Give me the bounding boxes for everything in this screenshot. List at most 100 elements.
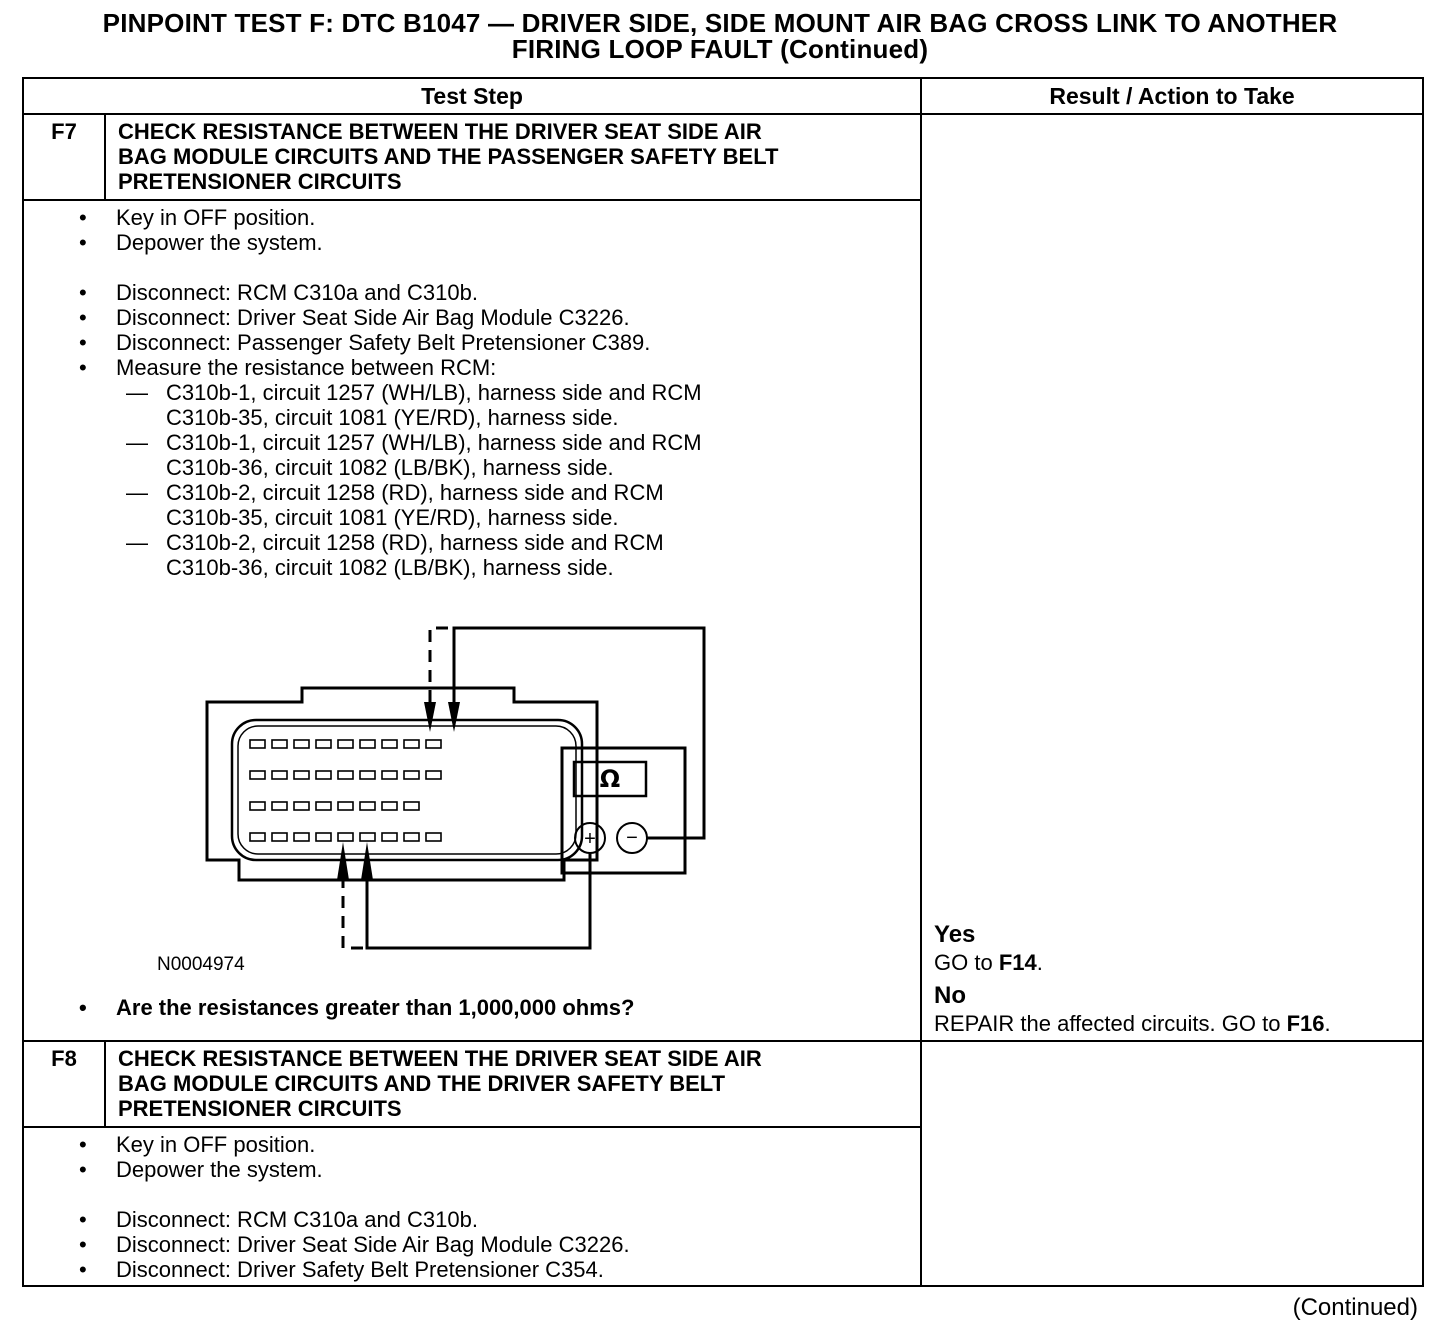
sub-item-line: C310b-35, circuit 1081 (YE/RD), harness … — [166, 505, 619, 530]
probe-arrow-icon — [424, 702, 436, 732]
header-test-step: Test Step — [21, 77, 923, 115]
ohmmeter-body — [560, 746, 687, 875]
probe-arrow-icon — [448, 702, 460, 732]
sub-item: C310b-2, circuit 1258 (RD), harness side… — [126, 530, 910, 580]
list-item: Disconnect: Driver Seat Side Air Bag Mod… — [79, 305, 910, 330]
probe-arrow-icon — [337, 842, 349, 880]
connector-pin — [381, 832, 398, 842]
step-f7-body: Key in OFF position. Depower the system.… — [21, 199, 923, 1042]
heading-line: PRETENSIONER CIRCUITS — [118, 1096, 402, 1121]
heading-line: CHECK RESISTANCE BETWEEN THE DRIVER SEAT… — [118, 1046, 762, 1071]
connector-pin — [359, 832, 376, 842]
connector-pin — [249, 801, 266, 811]
yes-target-link[interactable]: F14 — [998, 950, 1037, 975]
plus-icon: + — [584, 828, 596, 850]
connector-pin — [381, 739, 398, 749]
no-target-link[interactable]: F16 — [1286, 1011, 1325, 1036]
connector-pin — [425, 770, 442, 780]
connector-pin — [315, 801, 332, 811]
connector-pin — [315, 739, 332, 749]
positive-test-lead — [365, 853, 592, 950]
connector-pin — [271, 801, 288, 811]
yes-label: Yes — [934, 921, 976, 948]
step-f7-heading: CHECK RESISTANCE BETWEEN THE DRIVER SEAT… — [103, 113, 923, 201]
step-id-f8: F8 — [22, 1040, 106, 1128]
connector-pin — [293, 801, 310, 811]
yes-action-text: GO to — [934, 950, 999, 975]
connector-shell — [205, 686, 599, 882]
step-f7-body-row: Key in OFF position. Depower the system.… — [21, 199, 1423, 1042]
yes-action: GO to F14. — [934, 950, 1331, 975]
list-item: Disconnect: Driver Seat Side Air Bag Mod… — [79, 1232, 910, 1257]
result-f7-box: Yes GO to F14. No REPAIR the affected ci… — [934, 920, 1331, 1036]
sub-item: C310b-2, circuit 1258 (RD), harness side… — [126, 480, 910, 530]
list-item: Disconnect: Driver Safety Belt Pretensio… — [79, 1257, 910, 1282]
connector-pin — [249, 739, 266, 749]
connector-pin — [359, 801, 376, 811]
list-item: Disconnect: RCM C310a and C310b. — [79, 280, 910, 305]
connector-pin — [315, 770, 332, 780]
heading-line: PRETENSIONER CIRCUITS — [118, 169, 402, 194]
sub-item-line: C310b-1, circuit 1257 (WH/LB), harness s… — [166, 430, 702, 455]
step-f8-result — [920, 1040, 1425, 1287]
connector-pin — [271, 832, 288, 842]
sub-item-line: C310b-1, circuit 1257 (WH/LB), harness s… — [166, 380, 702, 405]
connector-pin — [403, 801, 420, 811]
step-f7-heading-row: F7 CHECK RESISTANCE BETWEEN THE DRIVER S… — [22, 113, 1425, 1042]
connector-pin — [337, 801, 354, 811]
minus-icon: − — [626, 827, 638, 849]
question: Are the resistances greater than 1,000,0… — [79, 995, 910, 1020]
list-item: Depower the system. — [79, 1157, 910, 1182]
no-label: No — [934, 982, 967, 1009]
step-f8-body-row: Key in OFF position. Depower the system.… — [21, 1126, 1423, 1287]
connector-face-inner — [237, 725, 577, 855]
connector-pin — [337, 832, 354, 842]
ohmmeter-display — [572, 760, 648, 798]
connector-pin — [293, 739, 310, 749]
no-action-text: REPAIR the affected circuits. GO to — [934, 1011, 1287, 1036]
connector-pin — [337, 770, 354, 780]
list-item: Measure the resistance between RCM: — [79, 355, 910, 380]
heading-line: BAG MODULE CIRCUITS AND THE DRIVER SAFET… — [118, 1071, 726, 1096]
sub-item-line: C310b-35, circuit 1081 (YE/RD), harness … — [166, 405, 619, 430]
sub-item: C310b-1, circuit 1257 (WH/LB), harness s… — [126, 380, 910, 430]
connector-pin — [271, 770, 288, 780]
connector-pin — [359, 739, 376, 749]
sub-item: C310b-1, circuit 1257 (WH/LB), harness s… — [126, 430, 910, 480]
list-item: Disconnect: RCM C310a and C310b. — [79, 1207, 910, 1232]
continued-note: (Continued) — [1292, 1294, 1418, 1321]
resistance-measurement-figure: Ω + − N000497 — [157, 626, 706, 975]
step-id-f7: F7 — [22, 113, 106, 201]
connector-pin — [249, 832, 266, 842]
step-f7-result: Yes GO to F14. No REPAIR the affected ci… — [920, 113, 1425, 1042]
connector-pin — [425, 739, 442, 749]
title-line-2: FIRING LOOP FAULT (Continued) — [511, 34, 929, 64]
pinpoint-test-table: Test Step Result / Action to Take F7 CHE… — [21, 77, 1425, 1287]
no-action-end: . — [1324, 1011, 1331, 1036]
heading-line: CHECK RESISTANCE BETWEEN THE DRIVER SEAT… — [118, 119, 762, 144]
connector-pin — [271, 739, 288, 749]
list-item: Key in OFF position. — [79, 1132, 910, 1157]
list-item: Key in OFF position. — [79, 205, 910, 230]
probe-arrow-icon — [361, 842, 373, 880]
list-item: Depower the system. — [79, 230, 910, 255]
heading-line: BAG MODULE CIRCUITS AND THE PASSENGER SA… — [118, 144, 779, 169]
step-f8-body: Key in OFF position. Depower the system.… — [21, 1126, 923, 1287]
connector-pin — [249, 770, 266, 780]
connector-diagram: Ω + − N000497 — [24, 580, 910, 975]
connector-pin — [403, 770, 420, 780]
connector-pin — [337, 739, 354, 749]
sub-item-line: C310b-36, circuit 1082 (LB/BK), harness … — [166, 455, 614, 480]
list-item: Disconnect: Passenger Safety Belt Preten… — [79, 330, 910, 355]
table-header-row: Test Step Result / Action to Take — [21, 77, 1425, 115]
connector-pin — [315, 832, 332, 842]
top-jumper-dashed-lead — [428, 626, 454, 702]
ohm-symbol-icon: Ω — [600, 765, 620, 793]
connector-face-outer — [230, 718, 584, 862]
connector-pin — [381, 770, 398, 780]
connector-pins — [249, 739, 442, 842]
page-title: PINPOINT TEST F: DTC B1047 — DRIVER SIDE… — [0, 10, 1440, 62]
yes-action-end: . — [1036, 950, 1043, 975]
header-result: Result / Action to Take — [920, 77, 1425, 115]
sub-item-line: C310b-2, circuit 1258 (RD), harness side… — [166, 480, 664, 505]
